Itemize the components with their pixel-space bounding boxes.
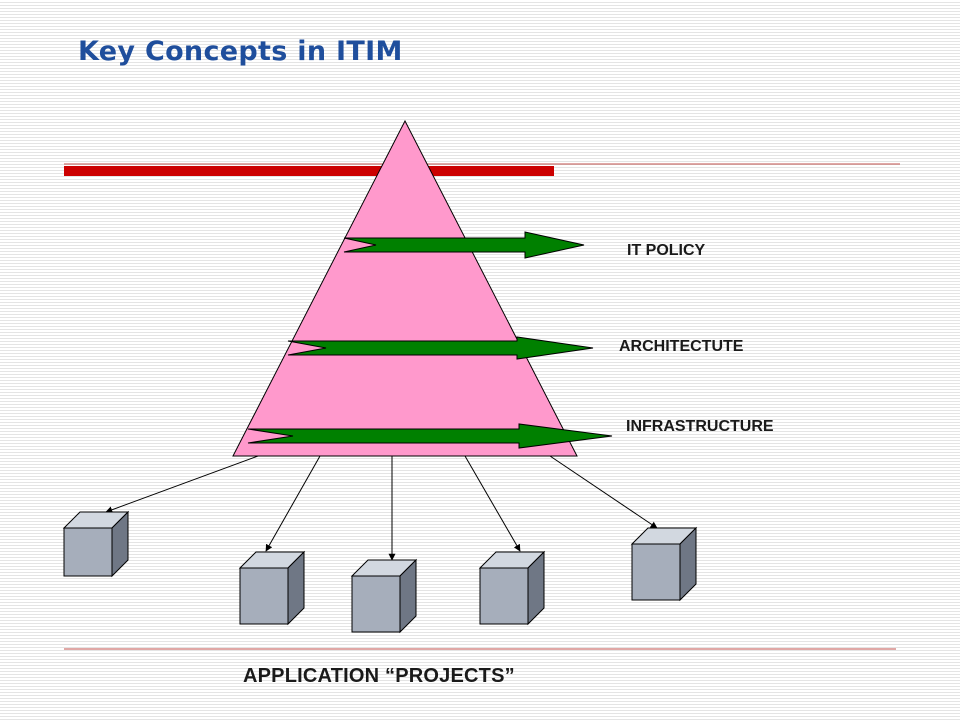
level-arrow-architecture bbox=[287, 336, 594, 360]
project-cube bbox=[478, 550, 546, 626]
connector-arrow-4 bbox=[464, 455, 521, 552]
connector-arrow-1 bbox=[105, 455, 259, 514]
pyramid-shape bbox=[232, 119, 578, 457]
level-arrow-infrastructure bbox=[247, 423, 613, 449]
slide-title: Key Concepts in ITIM bbox=[78, 36, 403, 67]
level-label-it-policy: IT POLICY bbox=[627, 242, 706, 259]
project-cube bbox=[350, 558, 418, 634]
project-cube bbox=[630, 526, 698, 602]
level-label-architecture: ARCHITECTUTE bbox=[619, 338, 744, 355]
projects-label: APPLICATION “PROJECTS” bbox=[243, 665, 515, 687]
connector-arrow-2 bbox=[265, 455, 321, 552]
connector-arrow-5 bbox=[549, 455, 658, 529]
level-label-infrastructure: INFRASTRUCTURE bbox=[626, 418, 774, 435]
level-arrow-it-policy bbox=[343, 231, 585, 259]
project-cube bbox=[62, 510, 130, 578]
project-cube bbox=[238, 550, 306, 626]
header-red-bar bbox=[64, 166, 554, 176]
